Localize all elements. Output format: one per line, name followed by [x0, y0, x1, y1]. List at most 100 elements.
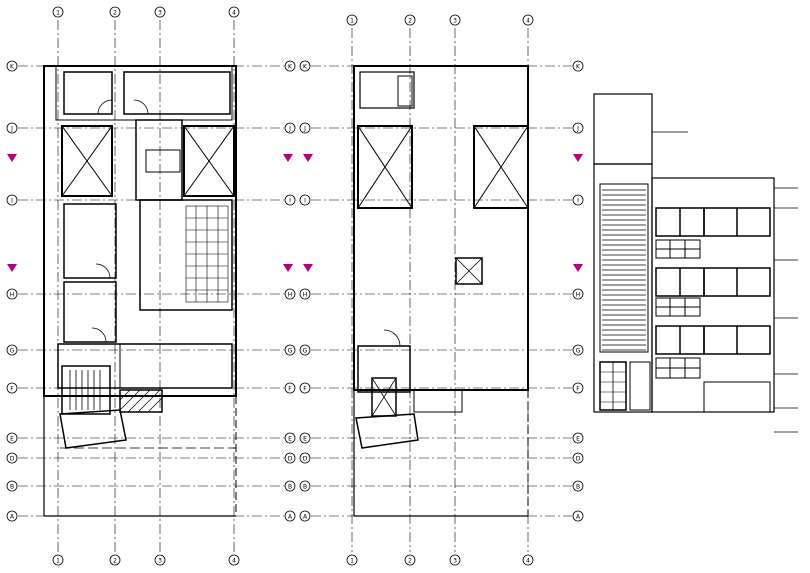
grid-bubble-label: K: [303, 64, 308, 71]
grid-bubble: [284, 480, 296, 492]
grid-bubble-label: E: [10, 436, 14, 443]
grid-bubble-label: J: [10, 126, 13, 133]
grid-bubble: [52, 6, 64, 18]
grid-bubble-label: F: [576, 386, 580, 393]
grid-bubble: [346, 554, 358, 566]
grid-bubble: [6, 194, 18, 206]
grid-bubble-label: K: [576, 64, 581, 71]
grid-bubble-label: J: [288, 126, 291, 133]
grid-bubble-label: H: [576, 292, 581, 299]
grid-bubble: [572, 60, 584, 72]
grid-bubble: [6, 122, 18, 134]
grid-bubble-label: J: [303, 126, 306, 133]
grid-bubble-label: 2: [408, 18, 412, 25]
grid-bubble: [109, 6, 121, 18]
grid-bubble: [284, 510, 296, 522]
grid-bubble-label: E: [576, 436, 580, 443]
grid-bubble: [299, 344, 311, 356]
level-marker: [7, 154, 17, 162]
grid-bubble-label: D: [10, 456, 15, 463]
level-marker: [283, 154, 293, 162]
grid-bubble-label: F: [303, 386, 307, 393]
grid-bubble-label: A: [576, 514, 581, 521]
front-elevation: [593, 93, 798, 433]
grid-bubble-label: E: [288, 436, 292, 443]
level-marker: [303, 154, 313, 162]
grid-bubble: [522, 554, 534, 566]
grid-bubble-label: I: [304, 198, 306, 205]
grid-bubble-label: 1: [350, 18, 354, 25]
grid-bubble: [284, 432, 296, 444]
grid-bubble: [6, 510, 18, 522]
grid-bubble-label: G: [576, 348, 581, 355]
grid-bubble: [284, 288, 296, 300]
level-marker: [303, 264, 313, 272]
grid-bubble-label: 2: [408, 558, 412, 565]
grid-bubble: [346, 14, 358, 26]
grid-lines: [18, 20, 572, 552]
grid-bubble-label: K: [288, 64, 293, 71]
grid-bubble: [6, 344, 18, 356]
grid-bubble-label: B: [303, 484, 307, 491]
grid-bubble: [109, 554, 121, 566]
grid-bubble: [154, 554, 166, 566]
grid-bubble: [572, 510, 584, 522]
grid-bubble: [284, 194, 296, 206]
grid-bubble-label: G: [303, 348, 308, 355]
grid-bubble: [228, 6, 240, 18]
grid-bubble: [299, 480, 311, 492]
upper-floor-plan: [353, 65, 529, 517]
grid-bubble-label: 3: [158, 10, 162, 17]
ground-floor-plan: [43, 65, 237, 517]
grid-bubble: [6, 60, 18, 72]
grid-bubble: [6, 288, 18, 300]
grid-bubble-label: 4: [232, 10, 236, 17]
grid-bubble-label: A: [303, 514, 308, 521]
grid-bubble-label: 1: [56, 10, 60, 17]
grid-bubble: [449, 554, 461, 566]
grid-bubble: [572, 480, 584, 492]
grid-bubble: [299, 288, 311, 300]
grid-bubble-label: H: [288, 292, 293, 299]
level-marker: [7, 264, 17, 272]
level-marker: [283, 264, 293, 272]
grid-bubble: [6, 382, 18, 394]
grid-bubble: [284, 60, 296, 72]
grid-bubble: [572, 452, 584, 464]
grid-bubble-label: 1: [56, 558, 60, 565]
grid-bubble: [299, 452, 311, 464]
grid-bubble: [6, 452, 18, 464]
grid-bubble-label: B: [288, 484, 292, 491]
grid-bubble-label: 3: [453, 18, 457, 25]
grid-bubble-label: 4: [232, 558, 236, 565]
grid-bubble-label: I: [11, 198, 13, 205]
grid-bubble-label: F: [10, 386, 14, 393]
grid-bubble-label: G: [10, 348, 15, 355]
grid-bubble: [522, 14, 534, 26]
grid-bubble: [284, 122, 296, 134]
grid-bubble-label: 2: [113, 10, 117, 17]
grid-bubble-label: 4: [526, 18, 530, 25]
grid-bubble-label: J: [576, 126, 579, 133]
grid-bubble-label: H: [303, 292, 308, 299]
grid-bubble-label: F: [288, 386, 292, 393]
grid-bubble-label: 1: [350, 558, 354, 565]
grid-bubble: [572, 432, 584, 444]
grid-bubble-label: 4: [526, 558, 530, 565]
grid-bubble-label: A: [288, 514, 293, 521]
grid-bubble: [284, 452, 296, 464]
grid-bubble: [572, 382, 584, 394]
grid-bubble: [449, 14, 461, 26]
grid-bubble: [299, 510, 311, 522]
grid-bubble-label: G: [288, 348, 293, 355]
level-marker: [573, 154, 583, 162]
grid-bubble: [299, 122, 311, 134]
grid-bubble-label: I: [577, 198, 579, 205]
grid-bubble: [284, 382, 296, 394]
grid-bubble: [404, 14, 416, 26]
grid-bubble: [299, 432, 311, 444]
grid-bubble-label: H: [10, 292, 15, 299]
grid-bubble: [6, 432, 18, 444]
